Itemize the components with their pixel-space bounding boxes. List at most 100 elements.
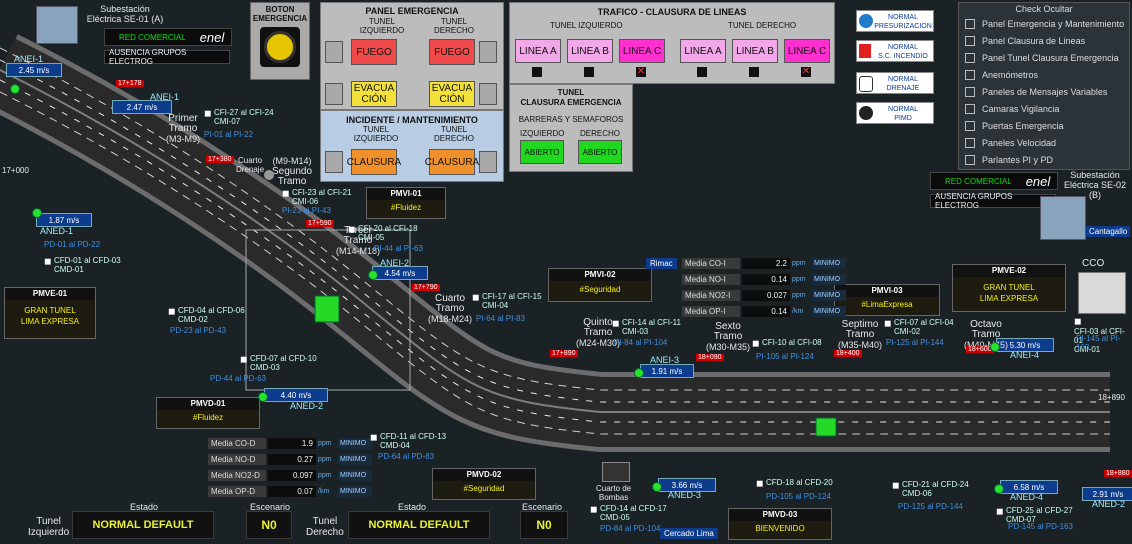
evacuacion-der-button[interactable]: EVACUA CIÓN xyxy=(429,81,475,107)
evac-der-ack[interactable] xyxy=(479,83,497,105)
clausura-izq-button[interactable]: CLAUSURA xyxy=(347,149,401,175)
check-item[interactable]: Panel Emergencia y Mantenimiento xyxy=(959,15,1129,32)
escenario-izq-display[interactable]: N0 xyxy=(246,511,292,539)
estado-izq-display[interactable]: NORMAL DEFAULT xyxy=(72,511,214,539)
fuego-der-button[interactable]: FUEGO xyxy=(429,39,475,65)
anemometer-aned-2b[interactable]: 2.91 m/s xyxy=(1082,487,1132,501)
speaker-label[interactable]: PD-125 al PD-144 xyxy=(898,502,963,511)
camera-group[interactable]: ◼ CFD-11 al CFD-13 CMD-04 xyxy=(370,432,447,450)
evac-izq-ack[interactable] xyxy=(325,83,343,105)
evacuacion-izq-button[interactable]: EVACUA CIÓN xyxy=(351,81,397,107)
speaker-label[interactable]: PD-84 al PD-104 xyxy=(600,524,661,533)
anemometer-aned-3[interactable]: 3.66 m/s xyxy=(658,478,716,492)
speaker-label[interactable]: PD-145 al PD-163 xyxy=(1008,522,1073,531)
camera-group[interactable]: ◼ CFD-14 al CFD-17 CMD-05 xyxy=(590,504,667,522)
speaker-label[interactable]: PI-23 al PI-43 xyxy=(282,206,331,215)
check-item[interactable]: Panel Tunel Clausura Emergencia xyxy=(959,49,1129,66)
tramo-label: Primer Tramo(M3-M9) xyxy=(166,114,200,145)
camera-group[interactable]: ◼ CFD-18 al CFD-20 xyxy=(756,478,833,488)
speaker-label[interactable]: PD-01 al PD-22 xyxy=(44,240,101,249)
anemometer-anei-4[interactable]: 5.30 m/s xyxy=(996,338,1054,352)
camera-group[interactable]: ◼ CFD-21 al CFD-24 CMD-06 xyxy=(892,480,969,498)
camera-group[interactable]: ◼ CFD-01 al CFD-03 CMD-01 xyxy=(44,256,121,274)
gas-unit: ppm xyxy=(318,456,332,463)
speaker-label[interactable]: PD-105 al PD-124 xyxy=(766,492,831,501)
camera-label: CFD-25 al CFD-27 CMD-07 xyxy=(1006,506,1073,524)
camera-group[interactable]: ◼ CFI-23 al CFI-21 CMI-06 xyxy=(282,188,352,206)
speaker-label[interactable]: PI-01 al PI-22 xyxy=(204,130,253,139)
speaker-label[interactable]: PI-84 al PI-104 xyxy=(614,338,668,347)
check-item[interactable]: Anemómetros xyxy=(959,66,1129,83)
vms-pmvd-03[interactable]: PMVD-03 BIENVENIDO xyxy=(728,508,832,540)
linea-b-izq[interactable]: LINEA B xyxy=(567,39,613,63)
check-item[interactable]: Camaras Vigilancia xyxy=(959,100,1129,117)
escenario-der-display[interactable]: N0 xyxy=(520,511,568,539)
camera-group[interactable]: ◼ CFD-07 al CFD-10 CMD-03 xyxy=(240,354,317,372)
anemometer-id: ANEI-3 xyxy=(650,355,680,365)
speaker-label[interactable]: PI-125 al PI-144 xyxy=(886,338,944,347)
linea-c-izq[interactable]: LINEA C xyxy=(619,39,665,63)
speaker-label[interactable]: PI-64 al PI-83 xyxy=(476,314,525,323)
barrera-der-abierto-button[interactable]: ABIERTO xyxy=(578,140,622,164)
camera-group[interactable]: ◼ CFI-07 al CFI-04 CMI-02 xyxy=(884,318,954,336)
anemometer-aned-1[interactable]: 1.87 m/s xyxy=(36,213,92,227)
camera-group[interactable]: ◼ CFD-25 al CFD-27 CMD-07 xyxy=(996,506,1073,524)
tramo-label: Tercer Tramo(M14-M18) xyxy=(336,226,380,257)
vms-pmvd-01[interactable]: PMVD-01 #Fluidez xyxy=(156,397,260,429)
check-item[interactable]: Paneles de Mensajes Variables xyxy=(959,83,1129,100)
vms-pmve-01[interactable]: PMVE-01 GRAN TUNEL LIMA EXPRESA xyxy=(4,287,96,339)
linea-c-der[interactable]: LINEA C xyxy=(784,39,830,63)
clausura-izq-ack[interactable] xyxy=(325,151,343,173)
camera-group[interactable]: ◼ CFI-14 al CFI-11 CMI-03 xyxy=(612,318,681,336)
gas-unit: /km xyxy=(318,488,330,495)
speaker-label[interactable]: PI-105 al PI-124 xyxy=(756,352,814,361)
camera-group[interactable]: ◼ CFI-27 al CFI-24 CMI-07 xyxy=(204,108,274,126)
camera-group[interactable]: ◼ CFI-17 al CFI-15 CMI-04 xyxy=(472,292,542,310)
linea-a-izq[interactable]: LINEA A xyxy=(515,39,561,63)
checkbox-icon xyxy=(965,120,975,131)
estado-der-display[interactable]: NORMAL DEFAULT xyxy=(348,511,490,539)
fuego-izq-button[interactable]: FUEGO xyxy=(351,39,397,65)
gas-name: Media NO2-D xyxy=(208,470,266,481)
check-item[interactable]: Puertas Emergencia xyxy=(959,117,1129,134)
anemometer-aned-2[interactable]: 4.40 m/s xyxy=(264,388,328,402)
vms-pmve-02[interactable]: PMVE-02 GRAN TUNEL LIMA EXPRESA xyxy=(952,264,1066,312)
anemometer-anei-3[interactable]: 1.91 m/s xyxy=(640,364,694,378)
camera-group[interactable]: ◼ CFI-10 al CFI-08 xyxy=(752,338,822,348)
gas-value: 0.14 xyxy=(742,274,790,285)
clausura-der-button[interactable]: CLAUSURA xyxy=(425,149,479,175)
linea-a-der[interactable]: LINEA A xyxy=(680,39,726,63)
anemometer-id: ANEI-2 xyxy=(380,258,410,268)
vms-pmvi-03[interactable]: PMVI-03 #LimaExpresa xyxy=(834,284,940,316)
speaker-label[interactable]: PI-44 al PI-63 xyxy=(374,244,423,253)
speaker-label[interactable]: PD-64 al PD-83 xyxy=(378,452,435,461)
camera-group[interactable]: ◼ CFI-20 al CFI-18 CMI-05 xyxy=(348,224,418,242)
linea-b-der[interactable]: LINEA B xyxy=(732,39,778,63)
emergency-stop-button[interactable] xyxy=(260,27,300,67)
anemometer-anei-2[interactable]: 4.54 m/s xyxy=(372,266,428,280)
camera-group[interactable]: ◼ CFD-04 al CFD-06 CMD-02 xyxy=(168,306,245,324)
vms-id: PMVE-02 xyxy=(953,265,1065,277)
speaker-label[interactable]: PD-23 al PD-43 xyxy=(170,326,227,335)
trafico-title: TRAFICO - CLAUSURA DE LINEAS xyxy=(597,7,747,17)
vms-pmvi-01[interactable]: PMVI-01 #Fluidez xyxy=(366,187,446,219)
fuego-der-ack[interactable] xyxy=(479,41,497,63)
clausura-der-ack[interactable] xyxy=(479,151,497,173)
check-item[interactable]: Paneles Velocidad xyxy=(959,134,1129,151)
camera-group[interactable]: ◼ CFI-03 al CFI-01 CMI-01 xyxy=(1074,316,1132,354)
vms-pmvi-02[interactable]: PMVI-02 #Seguridad xyxy=(548,268,652,302)
vms-pmvd-02[interactable]: PMVD-02 #Seguridad xyxy=(432,468,536,500)
speaker-label[interactable]: PD-44 al PD-63 xyxy=(210,374,267,383)
check-item[interactable]: Parlantes PI y PD xyxy=(959,151,1129,168)
pump-icon[interactable] xyxy=(602,462,630,482)
fuego-izq-ack[interactable] xyxy=(325,41,343,63)
anemometer-anei-1b[interactable]: 2.47 m/s xyxy=(112,100,172,114)
drain-icon[interactable] xyxy=(264,170,274,180)
barrera-izq-abierto-button[interactable]: ABIERTO xyxy=(520,140,564,164)
anemometer-anei-1a[interactable]: 2.45 m/s xyxy=(6,63,62,77)
check-item-label: Puertas Emergencia xyxy=(982,120,1064,131)
camera-label: CFI-23 al CFI-21 CMI-06 xyxy=(292,188,352,206)
check-item[interactable]: Panel Clausura de Lineas xyxy=(959,32,1129,49)
speaker-label[interactable]: PI-145 al PI-163 xyxy=(1076,334,1121,352)
